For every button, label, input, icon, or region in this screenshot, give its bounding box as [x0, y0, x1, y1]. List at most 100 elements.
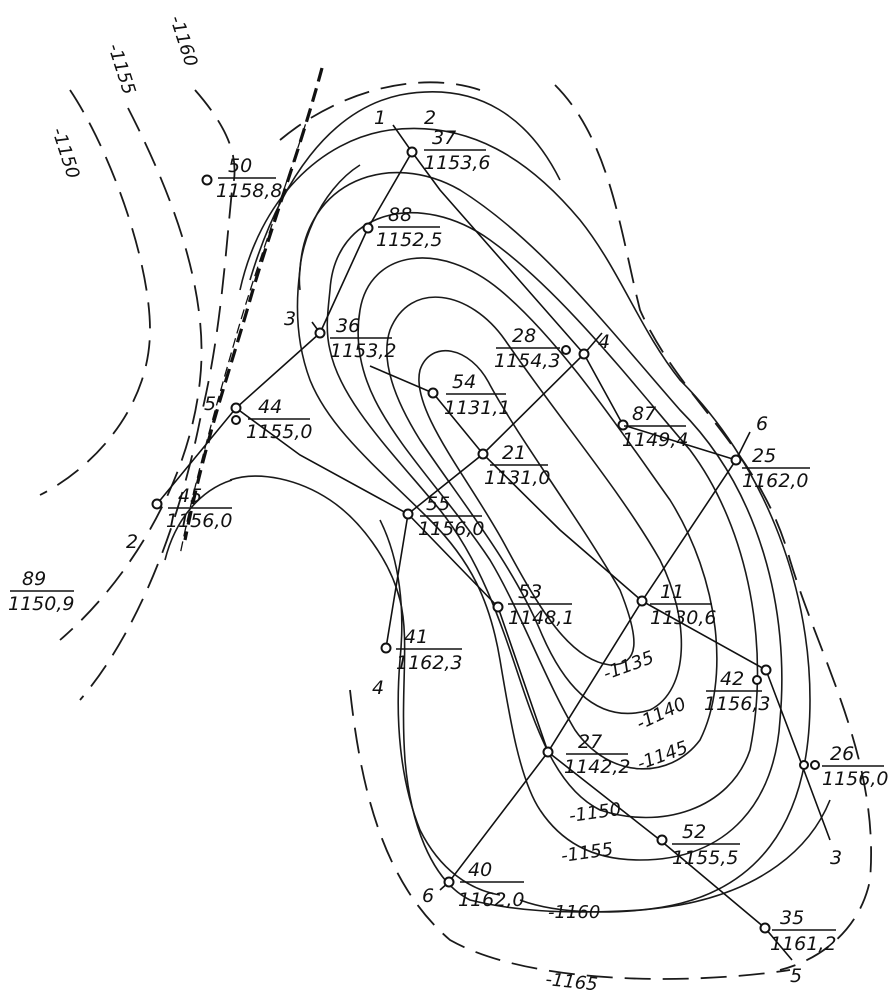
- well-labels: 50 1158,8 37 1153,6 88 1152,5 36 1153,2 …: [8, 127, 888, 955]
- section-label-5-west: 5: [204, 393, 216, 415]
- svg-text:25: 25: [752, 445, 776, 467]
- fault-line: [183, 67, 324, 541]
- well-label-88: 88 1152,5: [376, 204, 442, 251]
- svg-text:1155,0: 1155,0: [246, 421, 312, 443]
- svg-text:88: 88: [388, 204, 412, 226]
- well-54-marker[interactable]: [427, 387, 439, 399]
- well-88-marker[interactable]: [362, 222, 374, 234]
- well-53-marker[interactable]: [492, 601, 504, 613]
- section-label-4-north: 4: [598, 331, 610, 353]
- well-28-marker[interactable]: [561, 345, 571, 355]
- section-line-11: [369, 365, 434, 394]
- section-label-3-south: 3: [830, 847, 842, 869]
- well-25-marker[interactable]: [730, 454, 742, 466]
- svg-text:41: 41: [404, 626, 428, 648]
- well-21-marker[interactable]: [477, 448, 489, 460]
- contour-1155-inner: [299, 171, 783, 861]
- contour-1165: [349, 689, 791, 980]
- svg-text:21: 21: [502, 442, 526, 464]
- svg-text:11: 11: [660, 581, 684, 603]
- svg-text:89: 89: [22, 568, 46, 590]
- section-label-6-south: 6: [422, 885, 434, 907]
- well-label-89: 89 1150,9: [8, 568, 74, 615]
- well-label-11: 11 1130,6: [650, 581, 716, 629]
- contour-outer-1150: [39, 89, 151, 496]
- well-87-marker[interactable]: [617, 419, 629, 431]
- svg-text:1156,3: 1156,3: [704, 693, 770, 715]
- section-line-9: [432, 392, 643, 602]
- svg-text:44: 44: [258, 396, 282, 418]
- well-36-marker[interactable]: [314, 327, 326, 339]
- svg-text:1156,0: 1156,0: [418, 518, 484, 540]
- section-line-2: [411, 151, 585, 355]
- well-label-36: 36 1153,2: [330, 315, 396, 362]
- svg-text:1149,4: 1149,4: [622, 429, 688, 451]
- contour-1155: [296, 269, 541, 811]
- svg-text:1130,6: 1130,6: [650, 607, 716, 629]
- well-label-35: 35 1161,2: [770, 907, 836, 955]
- contour-1155-left-inner: [298, 164, 361, 291]
- well-label-55: 55 1156,0: [418, 493, 484, 540]
- well-4-marker[interactable]: [578, 348, 590, 360]
- well-label-52: 52 1155,5: [672, 821, 740, 869]
- contour-outer-1155: [59, 107, 203, 641]
- well-markers: [151, 146, 820, 934]
- well-42b-marker[interactable]: [752, 675, 762, 685]
- well-40-marker[interactable]: [443, 876, 455, 888]
- section-label-2-north: 2: [424, 107, 436, 129]
- svg-text:1155,5: 1155,5: [672, 847, 738, 869]
- svg-text:1150,9: 1150,9: [8, 593, 74, 615]
- svg-text:1156,0: 1156,0: [822, 768, 888, 790]
- well-label-26: 26 1156,0: [822, 743, 888, 790]
- svg-text:53: 53: [518, 581, 542, 603]
- well-27-marker[interactable]: [542, 746, 554, 758]
- well-label-42: 42 1156,3: [704, 668, 770, 715]
- svg-text:1158,8: 1158,8: [216, 180, 282, 202]
- contour-dash-west-upper: [279, 81, 481, 141]
- contour-1140: [386, 296, 683, 715]
- well-55-marker[interactable]: [402, 508, 414, 520]
- svg-text:28: 28: [512, 325, 536, 347]
- section-line-10: [547, 751, 793, 961]
- well-41-marker[interactable]: [380, 642, 392, 654]
- svg-text:42: 42: [720, 668, 744, 690]
- well-label-50: 50 1158,8: [216, 155, 282, 202]
- svg-text:1131,0: 1131,0: [484, 467, 550, 489]
- svg-text:1153,2: 1153,2: [330, 340, 396, 362]
- well-label-87: 87 1149,4: [622, 403, 688, 451]
- well-50-marker[interactable]: [201, 174, 213, 186]
- section-labels: 1 2 3 4 5 6 2 4 6 3 5: [126, 107, 842, 987]
- fault-line-secondary: [179, 109, 311, 556]
- contour-1135: [418, 349, 635, 666]
- well-26b-marker[interactable]: [810, 760, 820, 770]
- well-label-37: 37 1153,6: [424, 127, 490, 174]
- well-label-54: 54 1131,1: [444, 371, 510, 419]
- contour-label-outer-1150: -1150: [47, 125, 83, 181]
- well-44-marker[interactable]: [230, 402, 242, 414]
- well-11-marker[interactable]: [636, 595, 648, 607]
- contour-inner-west: [379, 519, 501, 896]
- contour-1160-south: [519, 799, 831, 913]
- well-52-marker[interactable]: [656, 834, 668, 846]
- contour-label-outer-1160: -1160: [165, 13, 201, 69]
- section-label-2-south: 2: [126, 531, 138, 553]
- well-44b-marker[interactable]: [231, 415, 241, 425]
- section-label-1: 1: [374, 107, 386, 129]
- well-45-marker[interactable]: [151, 498, 163, 510]
- svg-text:50: 50: [228, 155, 252, 177]
- section-label-5-south: 5: [790, 965, 802, 987]
- well-37-marker[interactable]: [406, 146, 418, 158]
- section-label-4-south: 4: [372, 677, 384, 699]
- well-35-marker[interactable]: [759, 922, 771, 934]
- well-label-44: 44 1155,0: [246, 396, 312, 443]
- well-42-marker[interactable]: [760, 664, 772, 676]
- svg-text:36: 36: [336, 315, 360, 337]
- svg-text:1142,2: 1142,2: [564, 756, 630, 778]
- svg-text:40: 40: [468, 859, 492, 881]
- svg-text:1131,1: 1131,1: [444, 397, 510, 419]
- contour-label-1145: -1145: [635, 737, 691, 775]
- svg-text:54: 54: [452, 371, 476, 393]
- well-26-marker[interactable]: [799, 760, 809, 770]
- svg-text:87: 87: [632, 403, 656, 425]
- svg-text:1154,3: 1154,3: [494, 350, 560, 372]
